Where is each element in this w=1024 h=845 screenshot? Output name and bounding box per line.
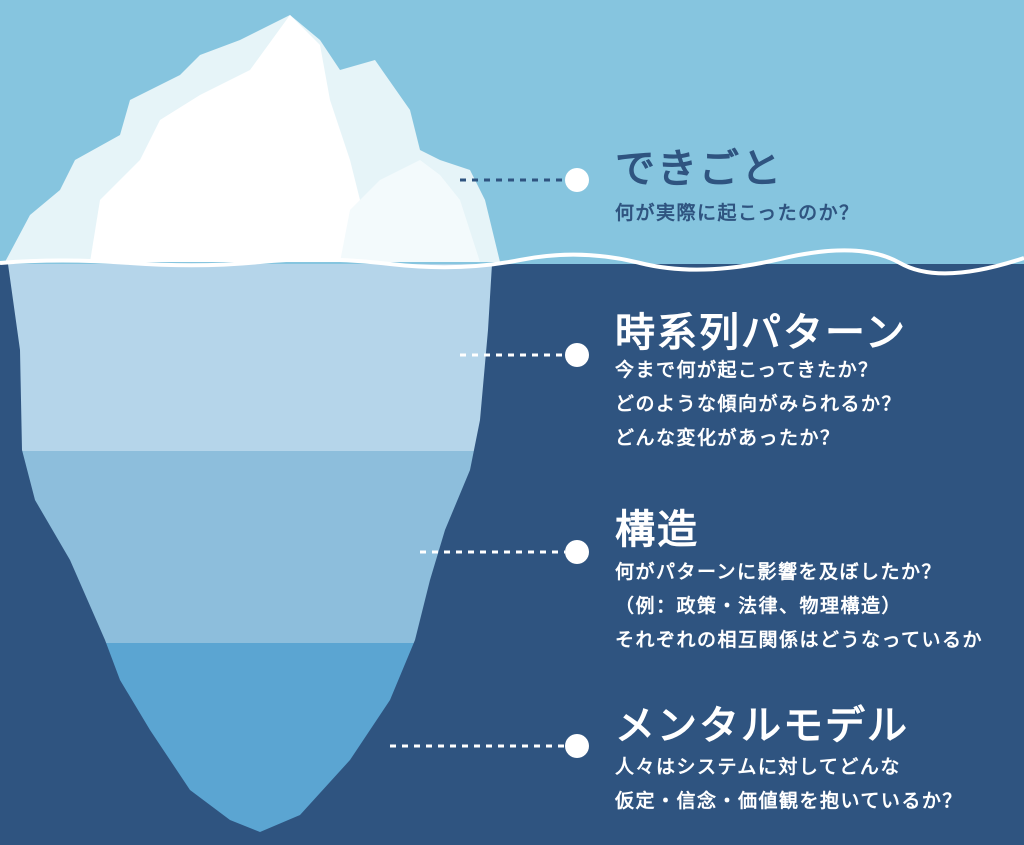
marker-dot-mental-models bbox=[565, 734, 589, 758]
marker-dot-events bbox=[565, 168, 589, 192]
level-title-patterns: 時系列パターン bbox=[615, 310, 907, 356]
marker-dot-structure bbox=[565, 540, 589, 564]
connector-lines bbox=[390, 178, 565, 748]
level-text-patterns-3: どんな変化があったか？ bbox=[615, 427, 841, 449]
level-text-structure-3: それぞれの相互関係はどうなっているか bbox=[615, 629, 984, 651]
underwater-iceberg bbox=[8, 264, 492, 832]
level-text-structure-2: （例：政策・法律、物理構造） bbox=[615, 595, 903, 617]
level-title-events: できごと bbox=[615, 146, 783, 192]
level-text-mental-models-2: 仮定・信念・価値観を抱いているか？ bbox=[615, 790, 963, 812]
level-text-patterns-1: 今まで何が起こってきたか？ bbox=[615, 359, 879, 381]
level-title-mental-models: メンタルモデル bbox=[615, 703, 909, 749]
band-patterns bbox=[8, 264, 492, 451]
level-text-events: 何が実際に起こったのか？ bbox=[615, 202, 860, 224]
band-mental-models bbox=[8, 643, 492, 832]
band-structure bbox=[8, 451, 492, 643]
waterline bbox=[0, 248, 1024, 276]
level-text-patterns-2: どのような傾向がみられるか？ bbox=[615, 393, 903, 415]
level-title-structure: 構造 bbox=[615, 507, 699, 553]
level-text-mental-models-1: 人々はシステムに対してどんな bbox=[615, 756, 901, 778]
marker-dot-patterns bbox=[565, 343, 589, 367]
level-text-structure-1: 何がパターンに影響を及ぼしたか？ bbox=[615, 561, 943, 583]
